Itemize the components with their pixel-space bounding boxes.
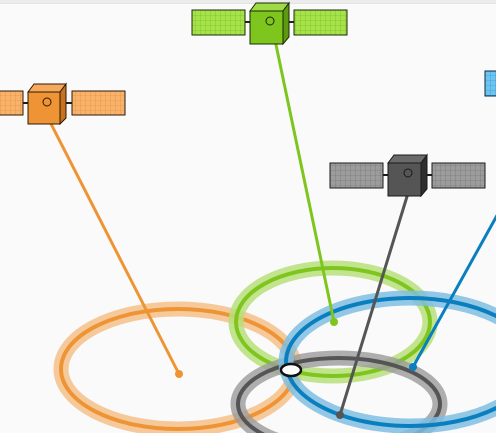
signal-line-green — [273, 39, 336, 323]
satellite-gray — [329, 153, 486, 198]
satellite-blue — [484, 70, 496, 97]
ground-point-gray — [336, 411, 344, 419]
satellite-icon — [249, 10, 284, 45]
top-border — [0, 0, 496, 4]
ground-point-orange — [175, 370, 183, 378]
signal-line-gray — [338, 189, 411, 416]
solar-panel-left — [484, 70, 496, 97]
ground-point-green — [330, 318, 338, 326]
solar-panel-right — [293, 9, 348, 36]
solar-panel-left — [191, 9, 246, 36]
solar-panel-right — [71, 90, 126, 116]
satellite-green — [191, 1, 348, 46]
signal-line-blue — [411, 214, 496, 368]
ground-point-blue — [409, 363, 417, 371]
solar-panel-left — [329, 162, 384, 189]
range-ring-green — [228, 260, 438, 384]
solar-panel-left — [0, 90, 24, 116]
signal-line-orange — [46, 117, 181, 375]
solar-panel-right — [431, 162, 486, 189]
satellite-icon — [387, 162, 422, 197]
satellite-icon — [27, 91, 61, 125]
position-marker-icon — [279, 362, 303, 378]
range-ring-gray — [230, 350, 448, 433]
range-ring-blue — [278, 290, 496, 433]
satellite-orange — [0, 82, 126, 126]
